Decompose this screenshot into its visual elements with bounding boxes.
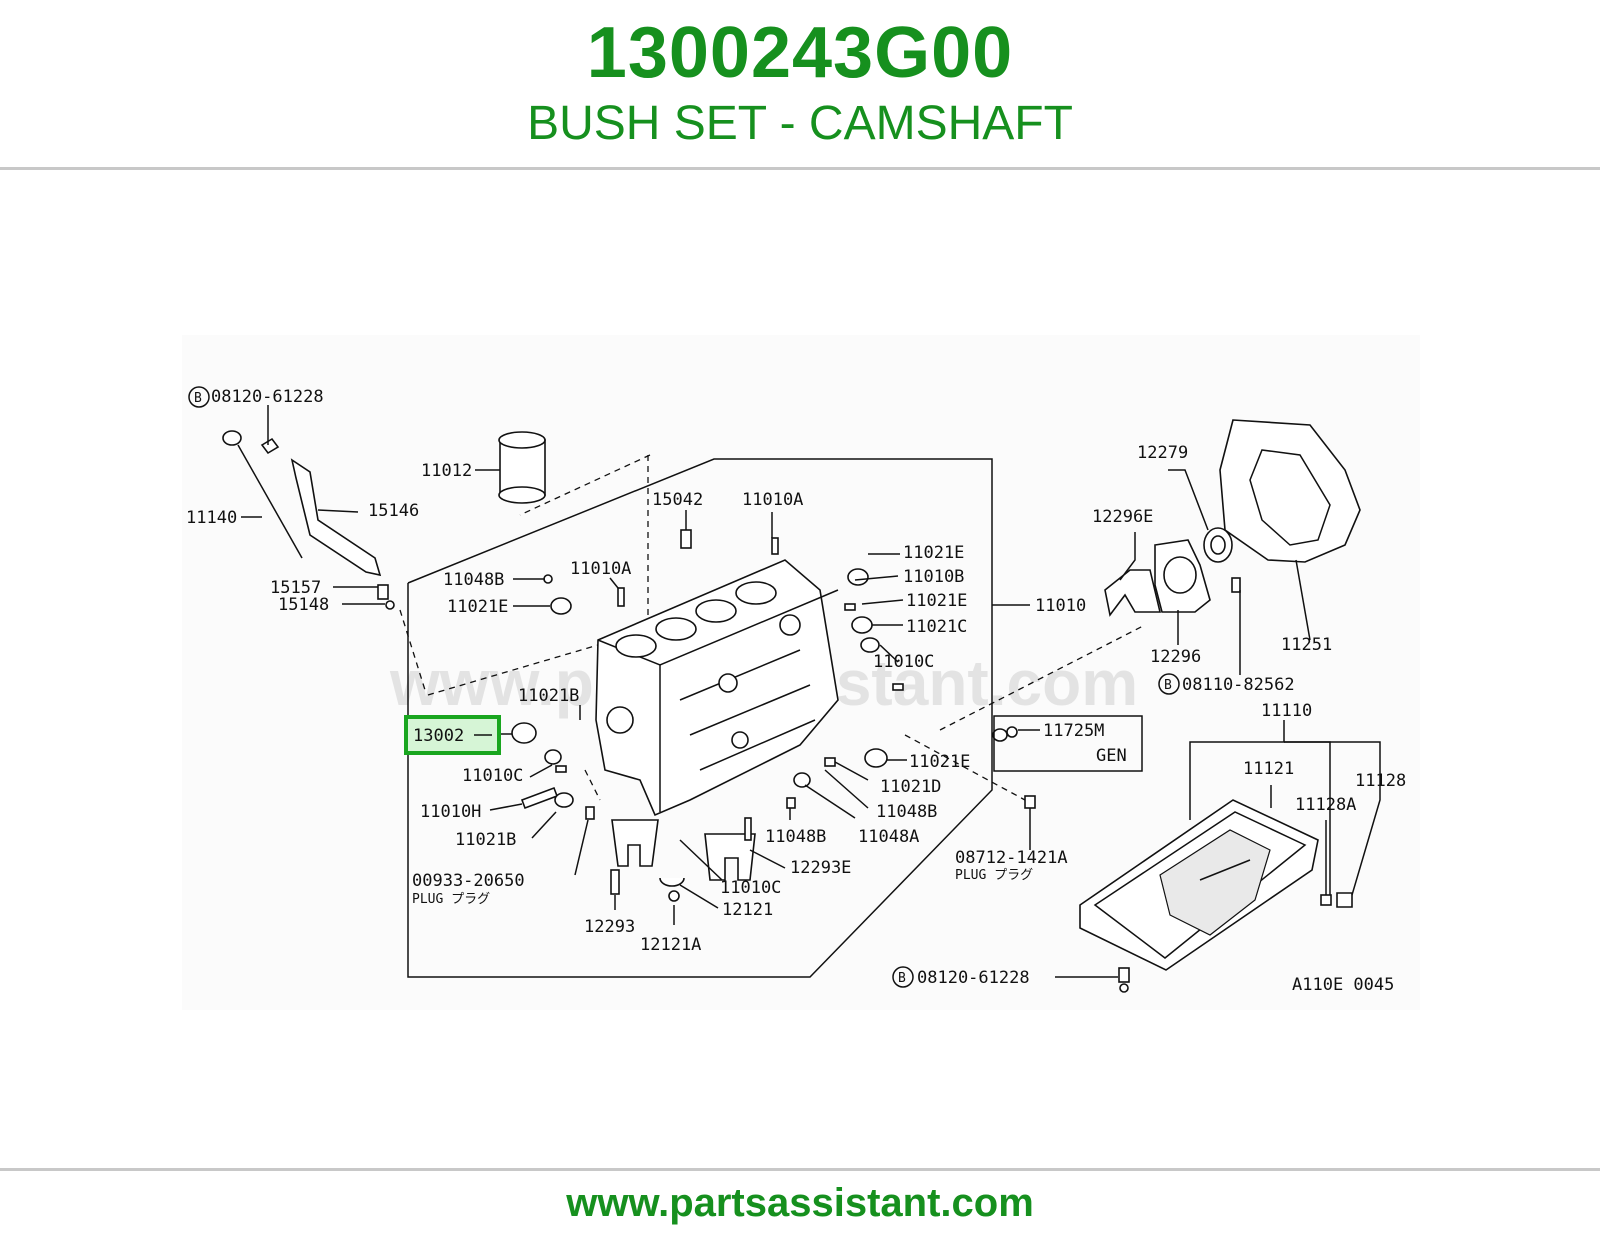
- callout-15042: 15042: [652, 490, 703, 510]
- sensor-gen-box: [993, 715, 1143, 772]
- callout-11048B: 11048B: [443, 570, 504, 590]
- svg-text:B: B: [1164, 678, 1172, 693]
- callout-08110-82562: 08110-82562: [1182, 675, 1295, 695]
- callout-12293E: 12293E: [790, 858, 851, 878]
- callout-12121A: 12121A: [640, 935, 701, 955]
- block-small-parts: [511, 529, 1036, 902]
- callout-11021E: 11021E: [447, 597, 508, 617]
- callout-11121: 11121: [1243, 759, 1294, 779]
- callout-11140: 11140: [186, 508, 237, 528]
- callout-11128: 11128: [1355, 771, 1406, 791]
- callout-11725M: 11725M: [1043, 721, 1104, 741]
- guide-line: [399, 609, 426, 691]
- callout-12296E: 12296E: [1092, 507, 1153, 527]
- part-number-title: 1300243G00: [586, 13, 1014, 93]
- callout-11251: 11251: [1281, 635, 1332, 655]
- callout-11010B: 11010B: [903, 567, 964, 587]
- callout-plug-label: PLUG プラグ: [412, 892, 490, 907]
- callout-11010: 11010: [1035, 596, 1086, 616]
- callout-gen: GEN: [1096, 746, 1127, 766]
- guide-line: [904, 734, 1026, 801]
- callout-12279: 12279: [1137, 443, 1188, 463]
- oil-pan-part: [1079, 799, 1353, 993]
- guide-line: [519, 454, 651, 516]
- callout-11010A: 11010A: [742, 490, 803, 510]
- callout-00933-20650: 00933-20650: [412, 871, 525, 891]
- callout-12296: 12296: [1150, 647, 1201, 667]
- bolt-marker-icon: B: [188, 386, 210, 408]
- guide-line: [939, 624, 1146, 731]
- svg-text:B: B: [194, 391, 202, 406]
- guide-line: [427, 617, 691, 696]
- callout-12293: 12293: [584, 917, 635, 937]
- callout-11021D: 11021D: [880, 777, 941, 797]
- callout-11010C: 11010C: [462, 766, 523, 786]
- footer-url-link[interactable]: www.partsassistant.com: [566, 1181, 1034, 1225]
- callout-11048B: 11048B: [876, 802, 937, 822]
- bolt-marker-icon: B: [892, 966, 914, 988]
- leader-lines: [241, 405, 1381, 978]
- drawing-code: A110E 0045: [1292, 975, 1394, 995]
- svg-text:B: B: [898, 971, 906, 986]
- callout-11012: 11012: [421, 461, 472, 481]
- callout-11010C: 11010C: [873, 652, 934, 672]
- callout-11021C: 11021C: [906, 617, 967, 637]
- callout-11010H: 11010H: [420, 802, 481, 822]
- footer-divider: [0, 1168, 1600, 1171]
- callout-11010A: 11010A: [570, 559, 631, 579]
- callout-11021B: 11021B: [455, 830, 516, 850]
- guide-line: [584, 769, 601, 801]
- callout-11021E: 11021E: [909, 752, 970, 772]
- sensor-part: [1006, 726, 1018, 738]
- callout-11128A: 11128A: [1295, 795, 1356, 815]
- cylinder-liner-part: [498, 431, 546, 504]
- part-description: BUSH SET - CAMSHAFT: [527, 97, 1073, 150]
- callout-11010C: 11010C: [720, 878, 781, 898]
- callout-08120-61228: 08120-61228: [917, 968, 1030, 988]
- callout-11110: 11110: [1261, 701, 1312, 721]
- dipstick-assembly: [222, 430, 395, 610]
- seal-retainer-part: [1104, 539, 1241, 617]
- callout-15146: 15146: [368, 501, 419, 521]
- cylinder-block: [595, 559, 839, 817]
- callout-11021B: 11021B: [518, 686, 579, 706]
- callout-08120-61228: 08120-61228: [211, 387, 324, 407]
- callout-11021E: 11021E: [903, 543, 964, 563]
- header-divider: [0, 167, 1600, 170]
- callout-plug-label: PLUG プラグ: [955, 868, 1033, 883]
- callout-15157: 15157: [270, 578, 321, 598]
- callout-11048B: 11048B: [765, 827, 826, 847]
- callout-15148: 15148: [278, 595, 329, 615]
- callout-12121: 12121: [722, 900, 773, 920]
- callout-labels: 08120-61228 11012 15042 11010A 11140 151…: [186, 387, 1406, 995]
- callout-11021E: 11021E: [906, 591, 967, 611]
- rear-plate-part: [1219, 419, 1361, 563]
- bolt-marker-icon: B: [1158, 673, 1180, 695]
- block-group-outline: [407, 458, 993, 978]
- callout-08712-1421A: 08712-1421A: [955, 848, 1068, 868]
- rear-oil-seal-part: [1203, 527, 1233, 563]
- callout-11048A: 11048A: [858, 827, 919, 847]
- callout-13002: 13002: [413, 726, 464, 746]
